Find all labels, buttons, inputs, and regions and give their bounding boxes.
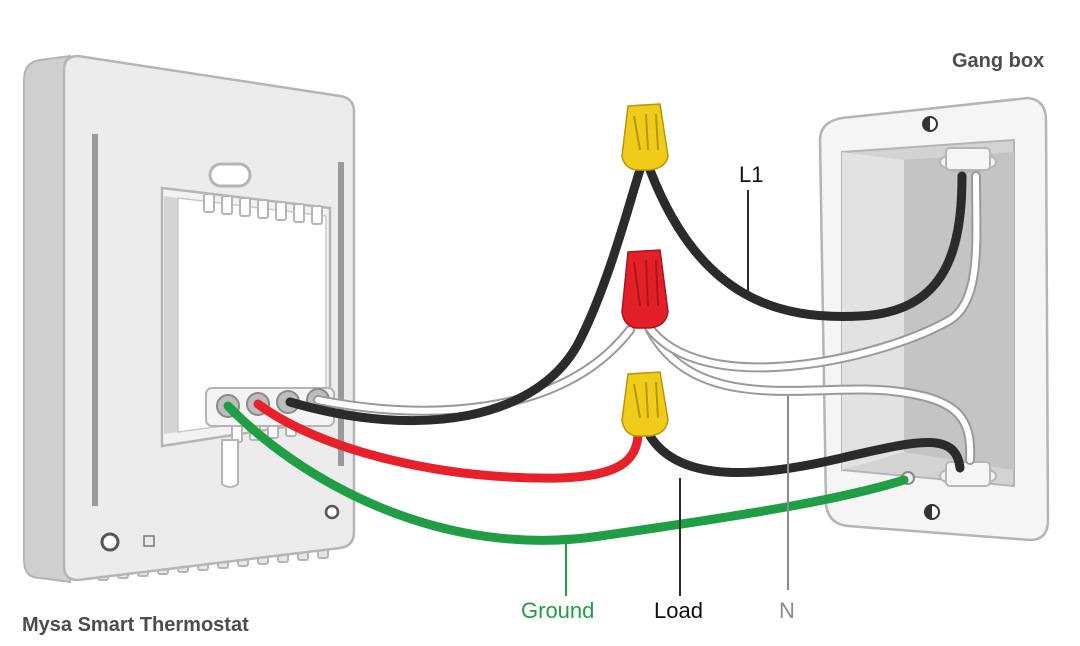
wire-ground [223, 401, 909, 545]
thermostat-side [23, 54, 71, 584]
neutral-label: N [779, 598, 795, 623]
wire-nut-l1 [621, 103, 669, 171]
wire-red [253, 399, 643, 483]
ground-label: Ground [521, 598, 595, 623]
mount-screw-bottom-icon [924, 504, 940, 520]
thermostat-slot-right [338, 162, 344, 466]
mount-hole [208, 162, 252, 188]
thermostat-label: Mysa Smart Thermostat [22, 614, 249, 636]
wire-nut-load [621, 371, 669, 437]
wire-neutral-box-lower [647, 327, 974, 463]
cable-clamp-top [939, 147, 997, 173]
cable-clamp-bottom [939, 461, 997, 487]
screw-icon [324, 504, 340, 520]
small-mark-icon [143, 535, 155, 547]
wire-l1-box [645, 165, 967, 321]
wire-load-box [645, 431, 965, 478]
terminal-panel-teeth [203, 193, 323, 225]
gang-box-label: Gang box [952, 50, 1045, 72]
screw-icon [100, 532, 120, 552]
load-label: Load [654, 598, 703, 623]
thermostat-slot-left [92, 134, 98, 506]
mount-screw-top-icon [922, 116, 938, 132]
wire-neutral-thermostat [315, 327, 633, 414]
wire-nut-neutral [621, 249, 669, 329]
terminal-panel-shadow [164, 196, 178, 434]
thermostat-stem [221, 439, 239, 488]
wires [223, 165, 982, 545]
mysa-thermostat [23, 54, 356, 584]
wire-neutral-box-upper [645, 173, 980, 371]
wire-l1-thermostat [285, 165, 645, 426]
leader-lines [565, 190, 789, 596]
l1-label: L1 [739, 162, 764, 187]
